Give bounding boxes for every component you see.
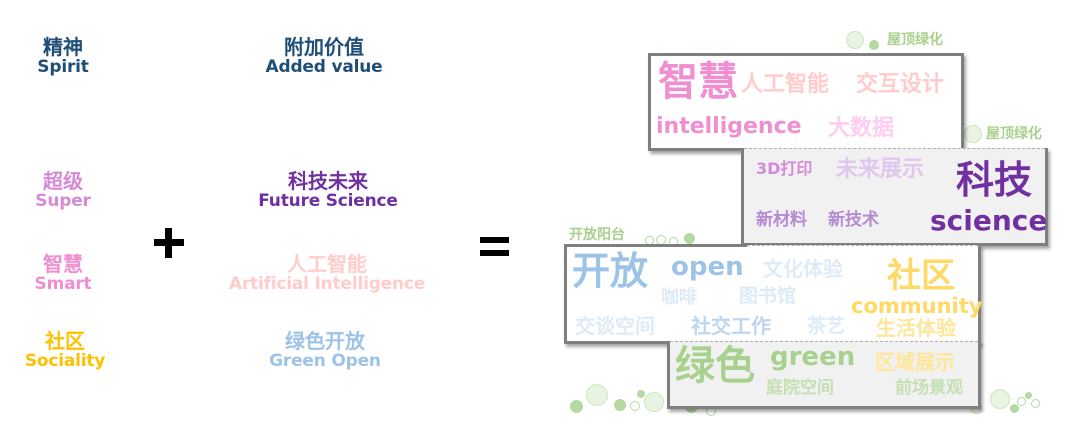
science-title-en: science <box>930 204 1048 237</box>
middle-item-zh: 科技未来 <box>288 169 368 193</box>
middle-item-en: Artificial Intelligence <box>228 274 426 294</box>
left-item-en: Sociality <box>24 351 106 371</box>
open-tag: 交谈空间 <box>575 314 655 338</box>
bubble-decoration <box>1017 397 1026 406</box>
left-item-sociality: 社区 Sociality <box>24 329 106 371</box>
bubble-decoration <box>869 40 879 50</box>
science-block-left-border <box>741 148 744 247</box>
smart-block: 智慧 人工智能 交互设计 intelligence 大数据 <box>648 53 964 151</box>
green-title-zh: 绿色 <box>675 343 755 389</box>
left-item-smart: 智慧 Smart <box>35 253 92 294</box>
green-tag: 前场景观 <box>895 378 963 398</box>
smart-title-en: intelligence <box>656 114 802 139</box>
bubble-decoration <box>614 399 626 411</box>
annotation-roof-green-1: 屋顶绿化 <box>887 32 943 48</box>
middle-item-zh: 人工智能 <box>287 252 367 276</box>
science-tag: 未来展示 <box>836 157 925 182</box>
open-tag: 社交工作 <box>691 314 771 338</box>
bubble-decoration <box>644 392 664 412</box>
left-item-en: Super <box>35 191 91 211</box>
science-tag: 新材料 <box>756 210 807 230</box>
middle-item-en: Green Open <box>269 351 381 371</box>
open-community-block: 开放 open 文化体验 咖啡 图书馆 交谈空间 社交工作 茶艺 社区 comm… <box>564 245 983 344</box>
community-title-en: community <box>851 294 983 318</box>
middle-item-en: Future Science <box>258 191 398 211</box>
bubble-decoration <box>1031 399 1040 408</box>
open-title-zh: 开放 <box>572 249 649 293</box>
middle-header-en: Added value <box>265 57 383 77</box>
bubble-decoration <box>570 400 583 413</box>
middle-item-green-open: 绿色开放 Green Open <box>269 330 381 371</box>
left-header-en: Spirit <box>37 57 89 77</box>
science-title-zh: 科技 <box>956 158 1033 202</box>
left-header: 精神 Spirit <box>37 35 89 77</box>
community-tag: 生活体验 <box>876 316 956 340</box>
annotation-open-balcony: 开放阳台 <box>569 227 625 243</box>
science-tag: 3D打印 <box>756 159 813 178</box>
green-tag: 庭院空间 <box>766 378 834 398</box>
open-tag: 茶艺 <box>807 315 846 337</box>
left-item-zh: 超级 <box>43 169 83 193</box>
community-title-zh: 社区 <box>887 256 955 296</box>
left-item-zh: 社区 <box>45 329 85 353</box>
green-tag: 区域展示 <box>875 350 955 374</box>
left-header-zh: 精神 <box>42 35 83 59</box>
science-tag: 新技术 <box>828 210 879 230</box>
smart-tag: 交互设计 <box>856 72 945 97</box>
bubble-decoration <box>1010 404 1019 413</box>
open-title-en: open <box>671 252 744 282</box>
smart-tag: 人工智能 <box>741 72 830 97</box>
left-item-en: Smart <box>34 274 92 294</box>
left-item-zh: 智慧 <box>42 252 83 276</box>
green-title-en: green <box>770 342 856 372</box>
bubble-decoration <box>964 125 982 143</box>
bubble-decoration <box>1025 392 1032 399</box>
annotation-roof-green-2: 屋顶绿化 <box>986 126 1042 142</box>
left-item-super: 超级 Super <box>35 169 91 211</box>
middle-header-zh: 附加价值 <box>284 35 364 59</box>
middle-item-ai: 人工智能 Artificial Intelligence <box>229 253 425 294</box>
middle-item-zh: 绿色开放 <box>284 329 365 353</box>
bubble-decoration <box>637 390 645 398</box>
smart-tag: 大数据 <box>828 116 895 141</box>
smart-title-zh: 智慧 <box>658 59 738 105</box>
open-block-top-border <box>564 244 747 247</box>
bubble-decoration <box>990 389 1010 409</box>
bubble-decoration <box>846 31 864 49</box>
green-block: 绿色 green 区域展示 庭院空间 前场景观 <box>667 341 981 409</box>
bubble-decoration <box>684 233 695 244</box>
bubble-decoration <box>630 401 640 411</box>
middle-header: 附加价值 Added value <box>266 36 383 77</box>
open-tag: 图书馆 <box>739 285 797 307</box>
open-tag: 咖啡 <box>661 287 697 308</box>
middle-item-future-science: 科技未来 Future Science <box>258 170 398 211</box>
open-tag: 文化体验 <box>763 257 843 281</box>
bubble-decoration <box>586 384 608 406</box>
science-block: 3D打印 未来展示 科技 新材料 新技术 science <box>744 148 1048 246</box>
